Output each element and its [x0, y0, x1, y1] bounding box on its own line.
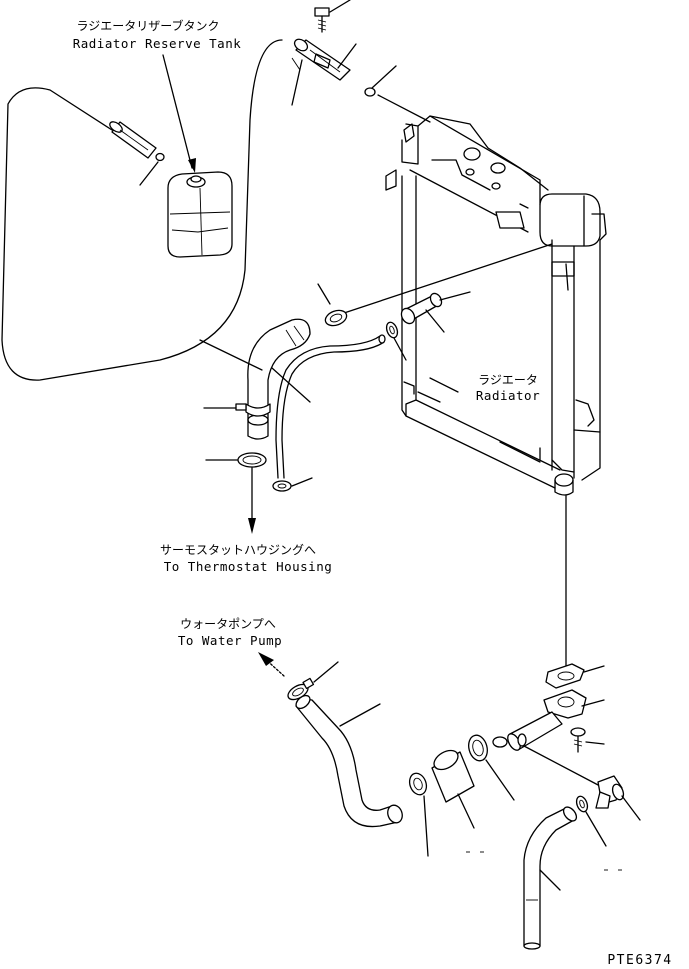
- straight-hose: [431, 749, 475, 829]
- arrow-to-water-pump: [258, 652, 285, 677]
- thermostat-en-text: To Thermostat Housing: [164, 559, 333, 574]
- upper-hose-clamp: [317, 283, 348, 327]
- lower-bent-hose: [523, 806, 578, 950]
- overflow-hose-loop: [1, 39, 283, 381]
- top-hose-clip: [364, 65, 397, 97]
- label-reserve-tank: ラジエータリザーブタンク Radiator Reserve Tank: [73, 18, 242, 51]
- thermostat-jp-text: サーモスタットハウジングへ: [160, 543, 316, 557]
- marker-dots: [466, 851, 622, 871]
- arrow-to-thermostat: [248, 467, 256, 534]
- reserve-tank-en-text: Radiator Reserve Tank: [73, 36, 242, 51]
- hose-to-radiator-line: [377, 94, 431, 123]
- gasket: [545, 663, 605, 689]
- elbow-clamp: [575, 795, 607, 847]
- radiator-inlet-line: [337, 243, 553, 316]
- elbow-fitting: [595, 775, 641, 821]
- top-overflow-hose: [291, 38, 357, 106]
- label-radiator: ラジエータ Radiator: [476, 373, 540, 403]
- straight-hose-clamp-left: [408, 772, 429, 857]
- water-pump-hose: [295, 694, 403, 828]
- water-pump-en-text: To Water Pump: [178, 633, 282, 648]
- label-water-pump: ウォータポンプへ To Water Pump: [178, 617, 282, 648]
- drawing-code: PTE6374: [607, 953, 672, 968]
- radiator-core: [385, 115, 607, 496]
- radiator-jp-text: ラジエータ: [478, 373, 538, 387]
- hose-top-link: [291, 57, 301, 71]
- pipe-o-ring: [517, 733, 601, 787]
- straight-hose-clamp-right: [468, 734, 515, 801]
- label-thermostat: サーモスタットハウジングへ To Thermostat Housing: [160, 543, 332, 574]
- o-ring: [385, 321, 407, 361]
- radiator-fitting: [400, 291, 471, 333]
- thermostat-hose-clamp: [237, 452, 267, 468]
- water-pump-jp-text: ウォータポンプへ: [180, 617, 276, 631]
- lower-bolt: [570, 727, 605, 753]
- bypass-tube: [272, 334, 386, 492]
- reserve-tank: [167, 171, 233, 258]
- left-overflow-hose-piece: [109, 121, 165, 186]
- leader-reserve-tank: [162, 54, 196, 173]
- water-pump-clamp: [287, 661, 339, 701]
- top-bolt-part: [314, 0, 351, 33]
- reserve-tank-jp-text: ラジエータリザーブタンク: [76, 18, 219, 33]
- upper-radiator-hose: [199, 318, 311, 461]
- radiator-en-text: Radiator: [476, 388, 540, 403]
